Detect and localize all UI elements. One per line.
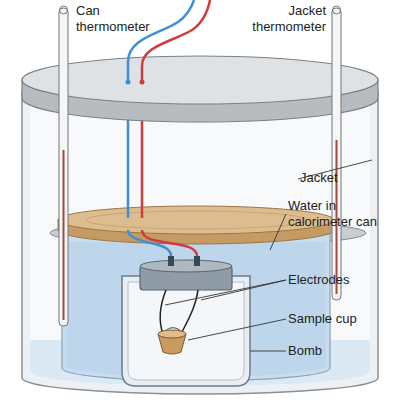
electrode [160,290,166,334]
red-wire [142,230,197,256]
thermometer-column [63,150,65,320]
part-label: Can thermometer [76,3,160,35]
leader-line [188,319,286,340]
part-label: Electrodes [288,272,392,288]
part-label: Jacket thermometer [232,3,326,35]
electrode [182,290,198,332]
leader-line [165,280,286,305]
can-lid-ring [86,211,306,229]
blue-wire [127,104,130,218]
jacket-thermometer [332,8,341,300]
thermometer-loop [333,6,341,14]
calorimeter-can [62,234,330,381]
leader-line [270,214,286,250]
leader-line [250,351,286,352]
electrode-post [168,256,174,266]
wire-hole [126,80,131,85]
thermometer-loop [60,6,68,14]
bomb-cap-top [140,260,232,272]
jacket-lid [22,56,378,104]
can-thermometer [59,8,68,326]
jacket-wall [22,92,378,394]
bomb-inner [128,282,244,380]
electrode-post [194,256,200,266]
part-label: Water in calorimeter can [288,198,396,230]
part-label: Bomb [288,343,392,359]
sample-cup-rim [158,330,186,338]
wire-hole [140,80,145,85]
part-label: Jacket [300,170,370,186]
blue-wire [128,0,194,82]
part-label: Sample cup [288,311,392,327]
red-wire [142,0,210,82]
